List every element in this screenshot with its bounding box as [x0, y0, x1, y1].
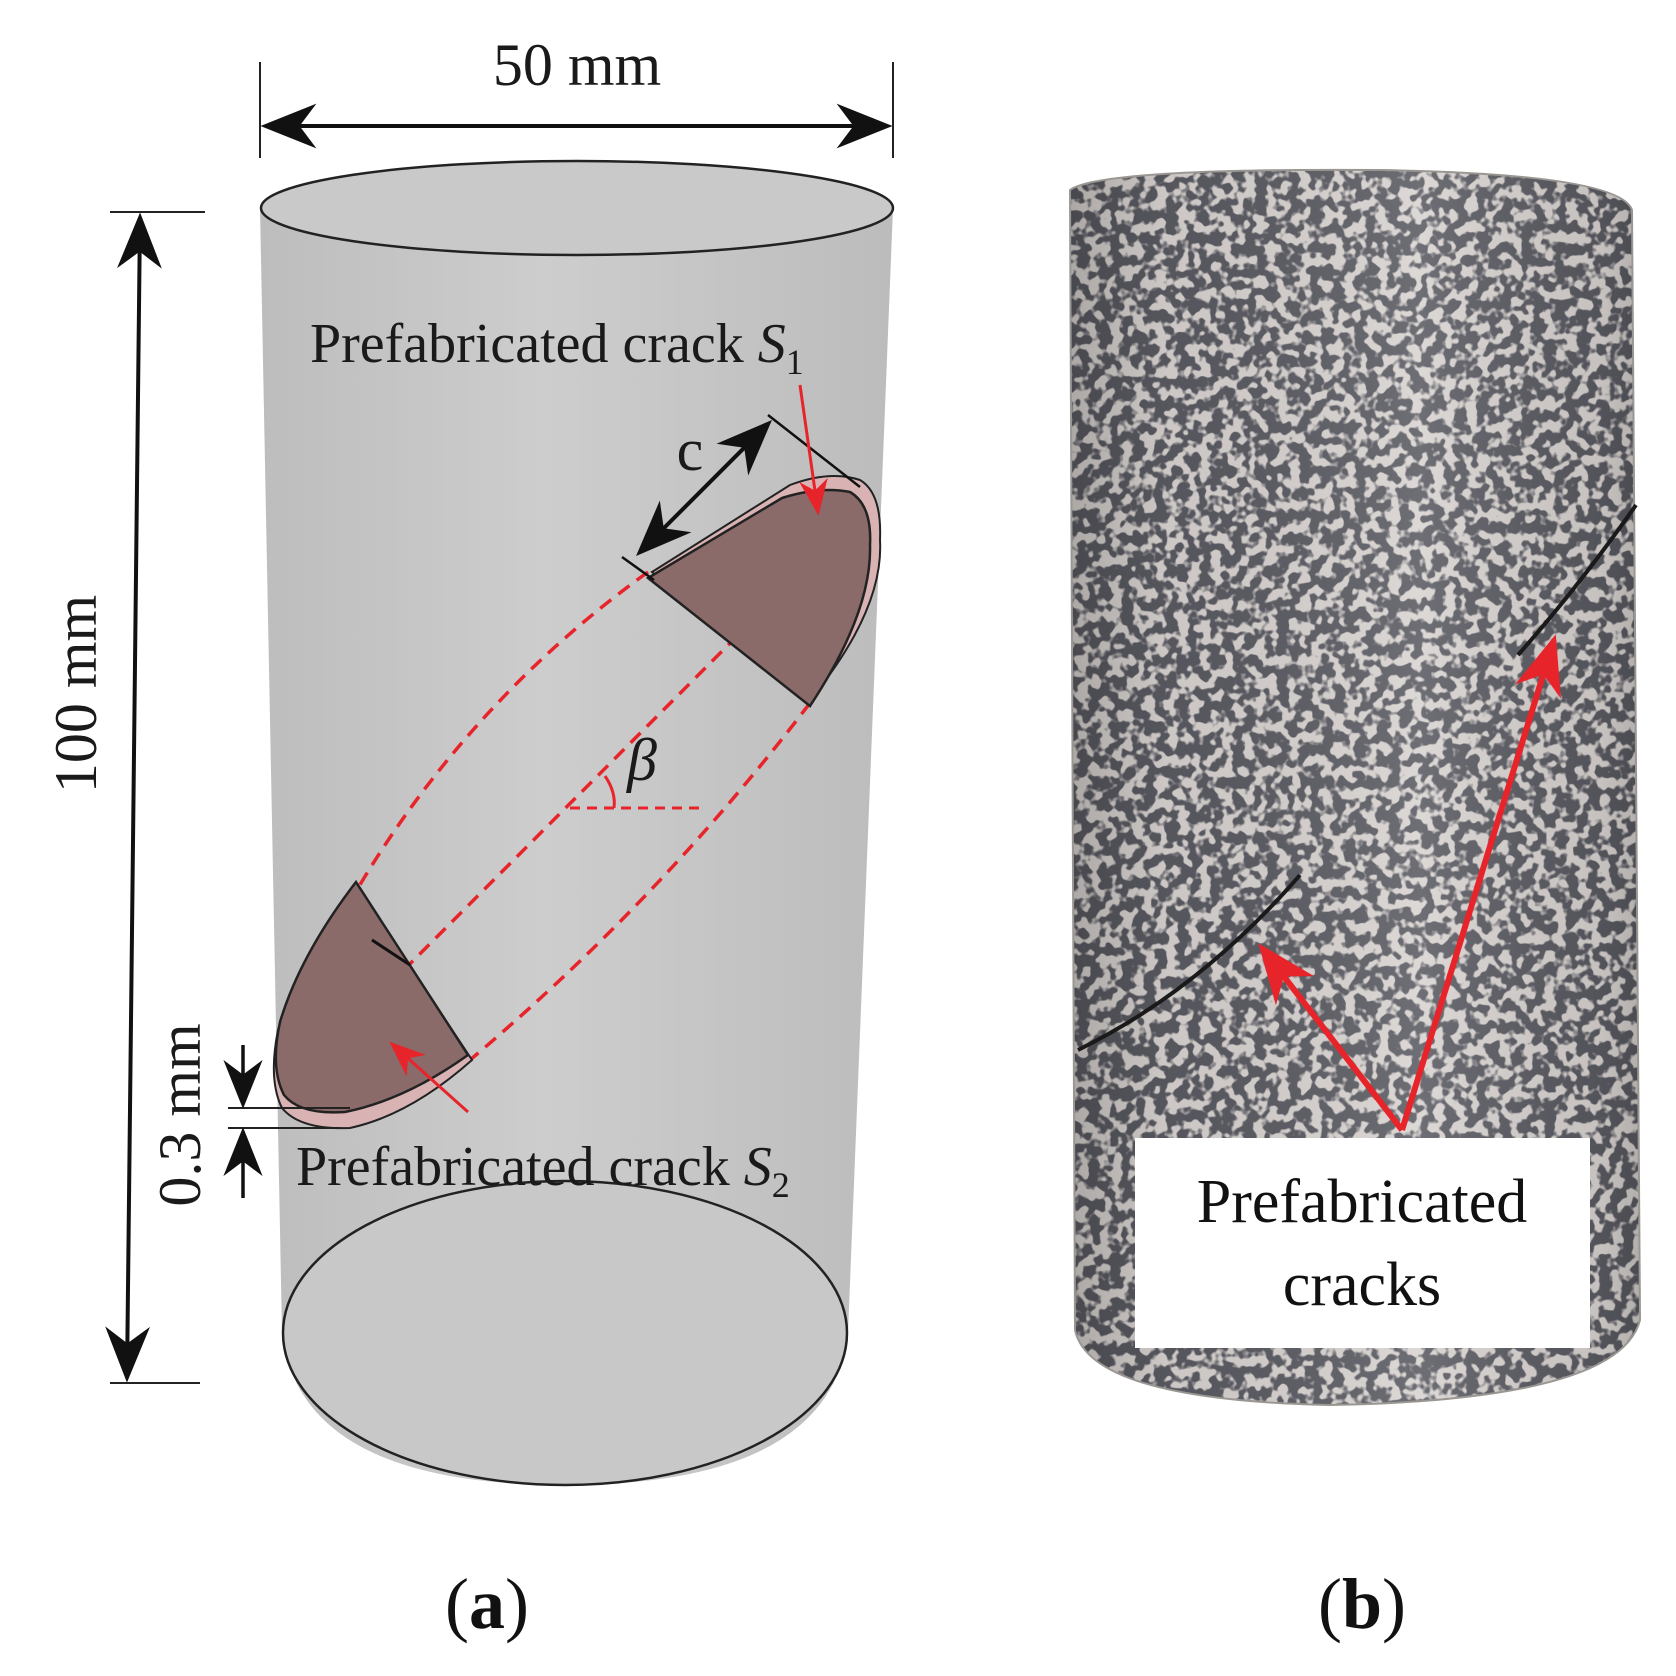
crack-s1-prefix: Prefabricated crack: [310, 313, 758, 375]
photo-crack-lower: [1077, 873, 1302, 1052]
crack-s1: [645, 475, 882, 708]
callout-arrow-lower: [1258, 943, 1405, 1132]
caption-b: (b): [1318, 1564, 1406, 1644]
panel-a-schematic: 50 mm 100 mm β c: [43, 32, 895, 1644]
projection-upper-edge: [356, 570, 650, 889]
callout-line-2: cracks: [1283, 1251, 1441, 1319]
crack-s1-label: Prefabricated crack S1: [310, 313, 804, 382]
projection-lower-edge: [468, 701, 812, 1062]
callout-box: [1135, 1138, 1590, 1348]
height-dimension-arrow: [105, 212, 162, 1383]
callout-arrow-upper: [1399, 634, 1561, 1131]
crack-s1-pointer: [798, 384, 828, 516]
caption-a-close: ): [505, 1564, 529, 1644]
crack-length-ext-left: [621, 555, 655, 582]
crack-length-ext-right: [767, 414, 861, 488]
crack-s2-subscript: 2: [772, 1165, 790, 1205]
cylinder-bottom-ellipse: [281, 1179, 849, 1487]
cylinder-top-ellipse: [259, 159, 895, 257]
caption-b-close: ): [1382, 1564, 1406, 1644]
caption-a-open: (: [445, 1564, 469, 1644]
angle-arc: [603, 775, 616, 809]
crack-s1-subscript: 1: [786, 342, 804, 382]
crack-s2-prefix: Prefabricated crack: [296, 1136, 744, 1198]
crack-s2-pointer: [389, 1041, 470, 1114]
caption-a-letter: a: [469, 1564, 505, 1644]
crack-s2-label: Prefabricated crack S2: [296, 1136, 790, 1205]
caption-b-open: (: [1318, 1564, 1342, 1644]
width-label: 50 mm: [493, 32, 661, 98]
panel-b-photo: Prefabricated cracks (b): [1068, 168, 1642, 1644]
angle-symbol: β: [626, 727, 657, 793]
caption-b-letter: b: [1342, 1564, 1382, 1644]
crack-length-arrow: [636, 420, 772, 556]
rock-outline: [1068, 168, 1642, 1407]
callout-line-1: Prefabricated: [1197, 1168, 1527, 1236]
thickness-label: 0.3 mm: [147, 1023, 213, 1206]
caption-a: (a): [445, 1564, 529, 1644]
crack-s2-symbol: S: [744, 1136, 772, 1198]
crack-length-symbol: c: [677, 417, 704, 483]
crack-s1-symbol: S: [758, 313, 786, 375]
height-label: 100 mm: [43, 595, 109, 793]
crack-s2-tick: [371, 938, 411, 967]
